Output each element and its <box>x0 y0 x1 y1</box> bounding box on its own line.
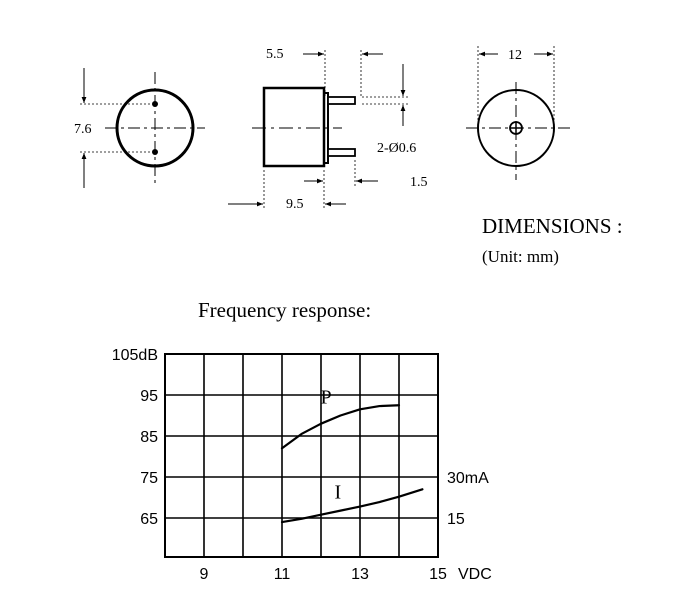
series-line <box>280 488 424 524</box>
dim-lead-length: 1.5 <box>410 175 428 190</box>
chart-grid <box>165 354 438 557</box>
front-view-drawing: 7.6 <box>74 68 205 188</box>
dim-side-lead-offset: 5.5 <box>266 47 284 62</box>
dim-diameter: 12 <box>508 48 522 63</box>
y2-tick-label: 15 <box>447 511 465 528</box>
back-view-drawing: 12 <box>466 46 570 180</box>
y-tick-label: 75 <box>140 470 158 487</box>
series-line <box>280 404 401 450</box>
x-tick-label: 9 <box>200 566 209 583</box>
y-tick-label: 65 <box>140 511 158 528</box>
dimensions-title: DIMENSIONS : <box>482 214 623 238</box>
x-axis-label: VDC <box>458 566 492 583</box>
plot-frame <box>164 353 439 558</box>
chart-series: PI <box>280 387 424 524</box>
side-view-drawing: 5.5 2-Ø0.6 9.5 1.5 <box>228 47 428 212</box>
x-tick-label: 11 <box>274 566 291 583</box>
series-label: P <box>321 387 332 409</box>
dim-front-height: 7.6 <box>74 122 92 137</box>
chart-title: Frequency response: <box>198 298 371 322</box>
y-tick-label: 85 <box>140 429 158 446</box>
y2-tick-label: 30mA <box>447 470 489 487</box>
chart-tick-labels: 105dB 95 85 75 65 30mA 15 9 11 13 15 <box>112 347 489 583</box>
dim-lead-diameter: 2-Ø0.6 <box>377 141 416 156</box>
y-tick-label: 95 <box>140 388 158 405</box>
x-tick-label: 15 <box>429 566 447 583</box>
y-tick-label: 105dB <box>112 347 158 364</box>
series-label: I <box>335 482 342 504</box>
x-tick-label: 13 <box>351 566 369 583</box>
dimensions-unit: (Unit: mm) <box>482 247 559 266</box>
dim-side-body-length: 9.5 <box>286 197 304 212</box>
